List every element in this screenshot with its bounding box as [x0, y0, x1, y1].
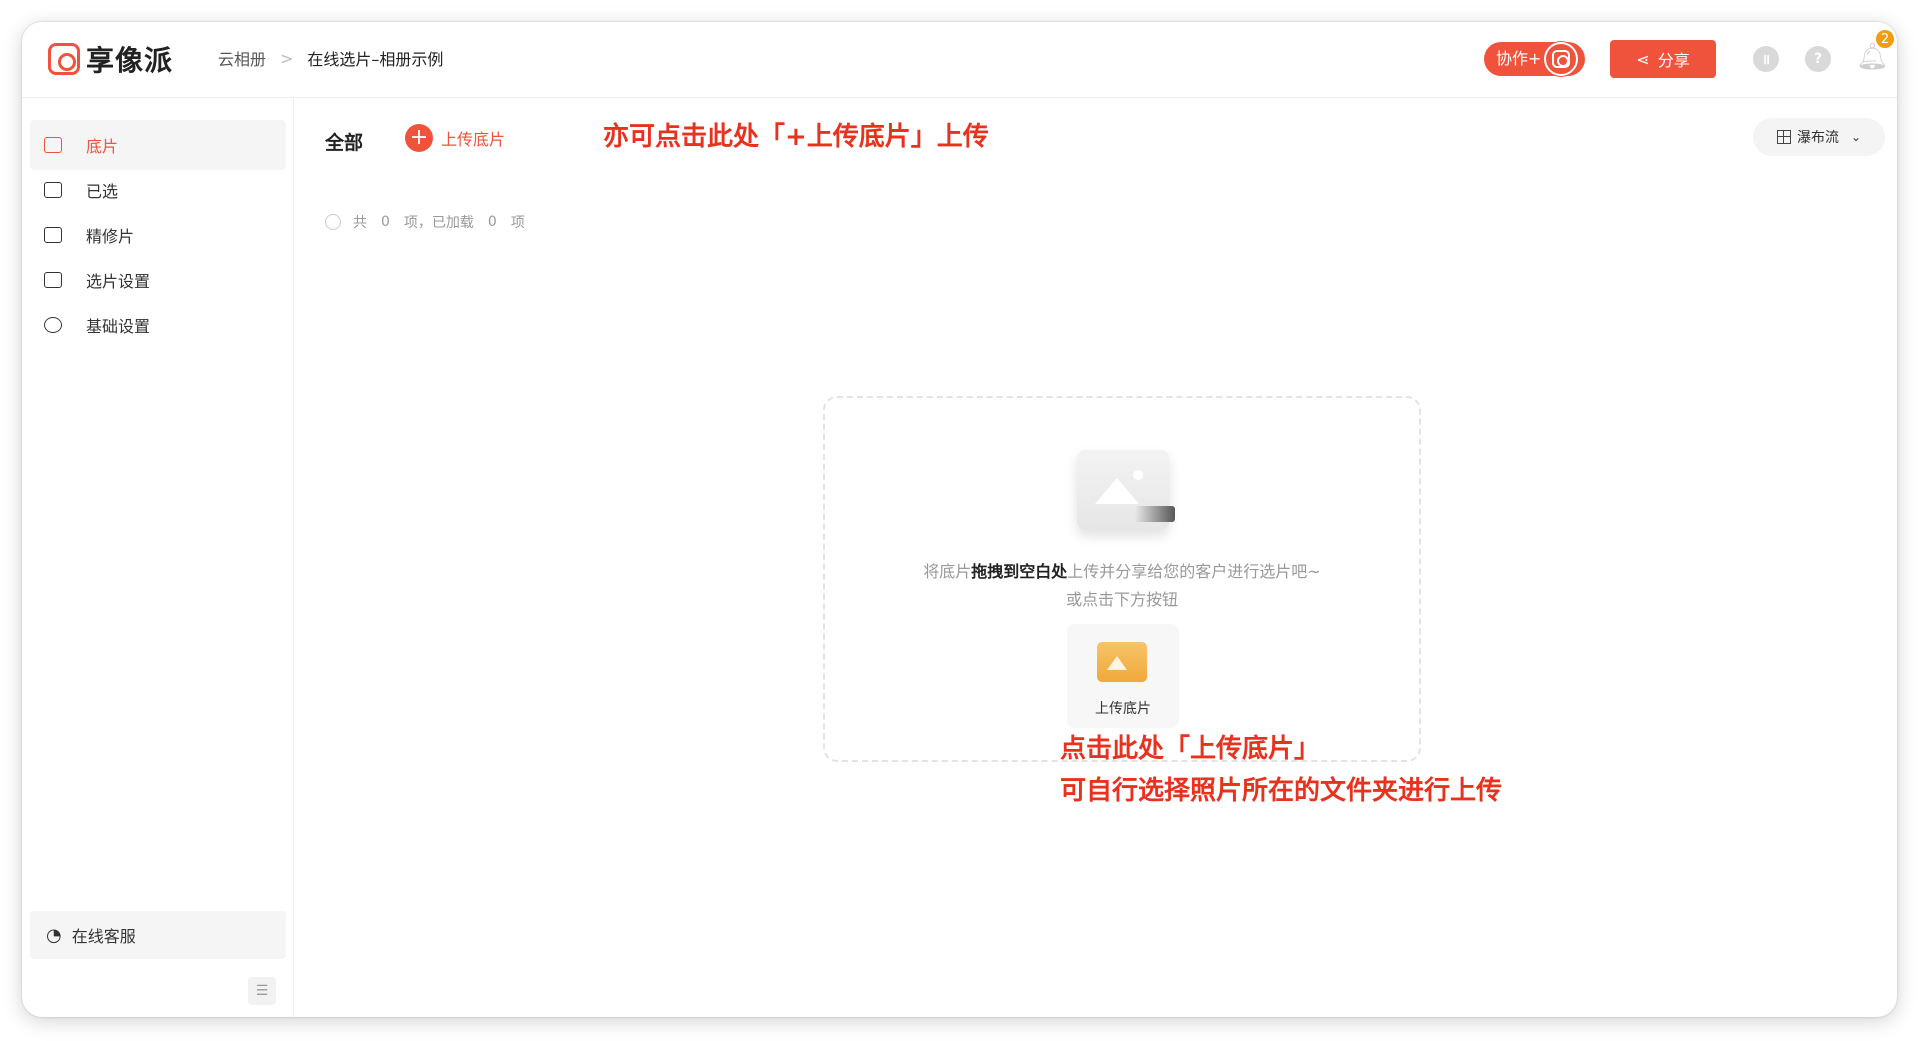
- photo-icon: [44, 137, 62, 153]
- logo-text: 享像派: [86, 44, 174, 77]
- share-button[interactable]: ⋖ 分享: [1610, 40, 1716, 78]
- count-loaded: 0: [487, 214, 497, 230]
- annotation-bottom: 点击此处「上传底片」 可自行选择照片所在的文件夹进行上传: [1060, 728, 1502, 812]
- online-service-button[interactable]: ◔ 在线客服: [30, 911, 286, 959]
- sidebar-item-basic-settings[interactable]: 基础设置: [30, 300, 286, 350]
- upload-card-label: 上传底片: [1095, 701, 1151, 717]
- logo-icon: [48, 43, 80, 75]
- share-label: 分享: [1657, 51, 1690, 70]
- count-suffix: 项: [510, 215, 525, 231]
- retouch-photo-icon: [44, 227, 62, 243]
- selected-photo-icon: [44, 182, 62, 198]
- top-header: 享像派 云相册 > 在线选片–相册示例 协作+ ⋖ 分享 ॥ ? 🔔︎ 2: [22, 22, 1897, 98]
- sidebar-item-label: 已选: [86, 182, 119, 201]
- grid-icon: [1776, 130, 1791, 144]
- count-prefix: 共: [353, 215, 367, 231]
- sidebar-item-label: 底片: [86, 137, 119, 156]
- collaborator-avatar[interactable]: [1544, 42, 1578, 76]
- upload-negatives-button[interactable]: 上传底片: [1067, 624, 1179, 728]
- upload-inline-label: 上传底片: [441, 130, 506, 149]
- annotation-bottom-line2: 可自行选择照片所在的文件夹进行上传: [1060, 776, 1503, 806]
- drop-zone[interactable]: 将底片拖拽到空白处上传并分享给您的客户进行选片吧~ 或点击下方按钮 上传底片: [823, 396, 1421, 762]
- collapse-sidebar-icon[interactable]: ☰: [248, 977, 276, 1005]
- sidebar-item-label: 基础设置: [86, 317, 151, 336]
- sidebar-item-label: 精修片: [86, 227, 135, 246]
- count-row: 共 0 项，已加载 0 项: [325, 212, 525, 232]
- view-mode-select[interactable]: 瀑布流 ⌄: [1753, 118, 1885, 156]
- breadcrumb-root[interactable]: 云相册: [218, 50, 267, 69]
- app-window: 享像派 云相册 > 在线选片–相册示例 协作+ ⋖ 分享 ॥ ? 🔔︎ 2 底片…: [22, 22, 1897, 1017]
- sidebar-item-selection-settings[interactable]: 选片设置: [30, 255, 286, 305]
- plus-icon: +: [405, 124, 433, 152]
- logo[interactable]: 享像派: [48, 39, 173, 79]
- sidebar-item-selected[interactable]: 已选: [30, 165, 286, 215]
- count-mid: 项，已加载: [403, 215, 474, 231]
- pause-icon[interactable]: ॥: [1753, 46, 1779, 72]
- gear-icon: [44, 317, 62, 333]
- sidebar-item-label: 选片设置: [86, 272, 151, 291]
- image-folder-icon: [1097, 642, 1147, 682]
- chevron-right-icon: >: [280, 48, 294, 68]
- help-icon[interactable]: ?: [1805, 46, 1831, 72]
- sidebar-item-retouched[interactable]: 精修片: [30, 210, 286, 260]
- tab-all[interactable]: 全部: [325, 132, 364, 154]
- select-all-radio[interactable]: [325, 214, 341, 230]
- service-label: 在线客服: [71, 927, 136, 946]
- share-icon: ⋖: [1636, 49, 1650, 69]
- sidebar-item-negatives[interactable]: 底片: [30, 120, 286, 170]
- view-mode-label: 瀑布流: [1796, 130, 1839, 146]
- photo-settings-icon: [44, 272, 62, 288]
- avatar-logo-icon: [1552, 50, 1570, 68]
- notification-badge: 2: [1874, 28, 1896, 50]
- main-content: 全部 + 上传底片 亦可点击此处「+上传底片」上传 瀑布流 ⌄ 共 0 项，已加…: [295, 98, 1897, 1017]
- annotation-top: 亦可点击此处「+上传底片」上传: [603, 122, 989, 152]
- drop-hint: 将底片拖拽到空白处上传并分享给您的客户进行选片吧~: [923, 562, 1321, 581]
- sidebar: 底片 已选 精修片 选片设置 基础设置 ◔ 在线客服 ☰: [22, 98, 294, 1017]
- image-placeholder-icon: [1077, 450, 1175, 530]
- chevron-down-icon: ⌄: [1850, 130, 1862, 144]
- count-total: 0: [381, 214, 390, 230]
- headset-icon: ◔: [46, 924, 62, 946]
- breadcrumb: 云相册 > 在线选片–相册示例: [218, 46, 443, 70]
- breadcrumb-current: 在线选片–相册示例: [307, 50, 444, 69]
- upload-negatives-link[interactable]: + 上传底片: [405, 124, 505, 152]
- drop-hint-secondary: 或点击下方按钮: [1065, 590, 1178, 609]
- annotation-bottom-line1: 点击此处「上传底片」: [1060, 734, 1321, 764]
